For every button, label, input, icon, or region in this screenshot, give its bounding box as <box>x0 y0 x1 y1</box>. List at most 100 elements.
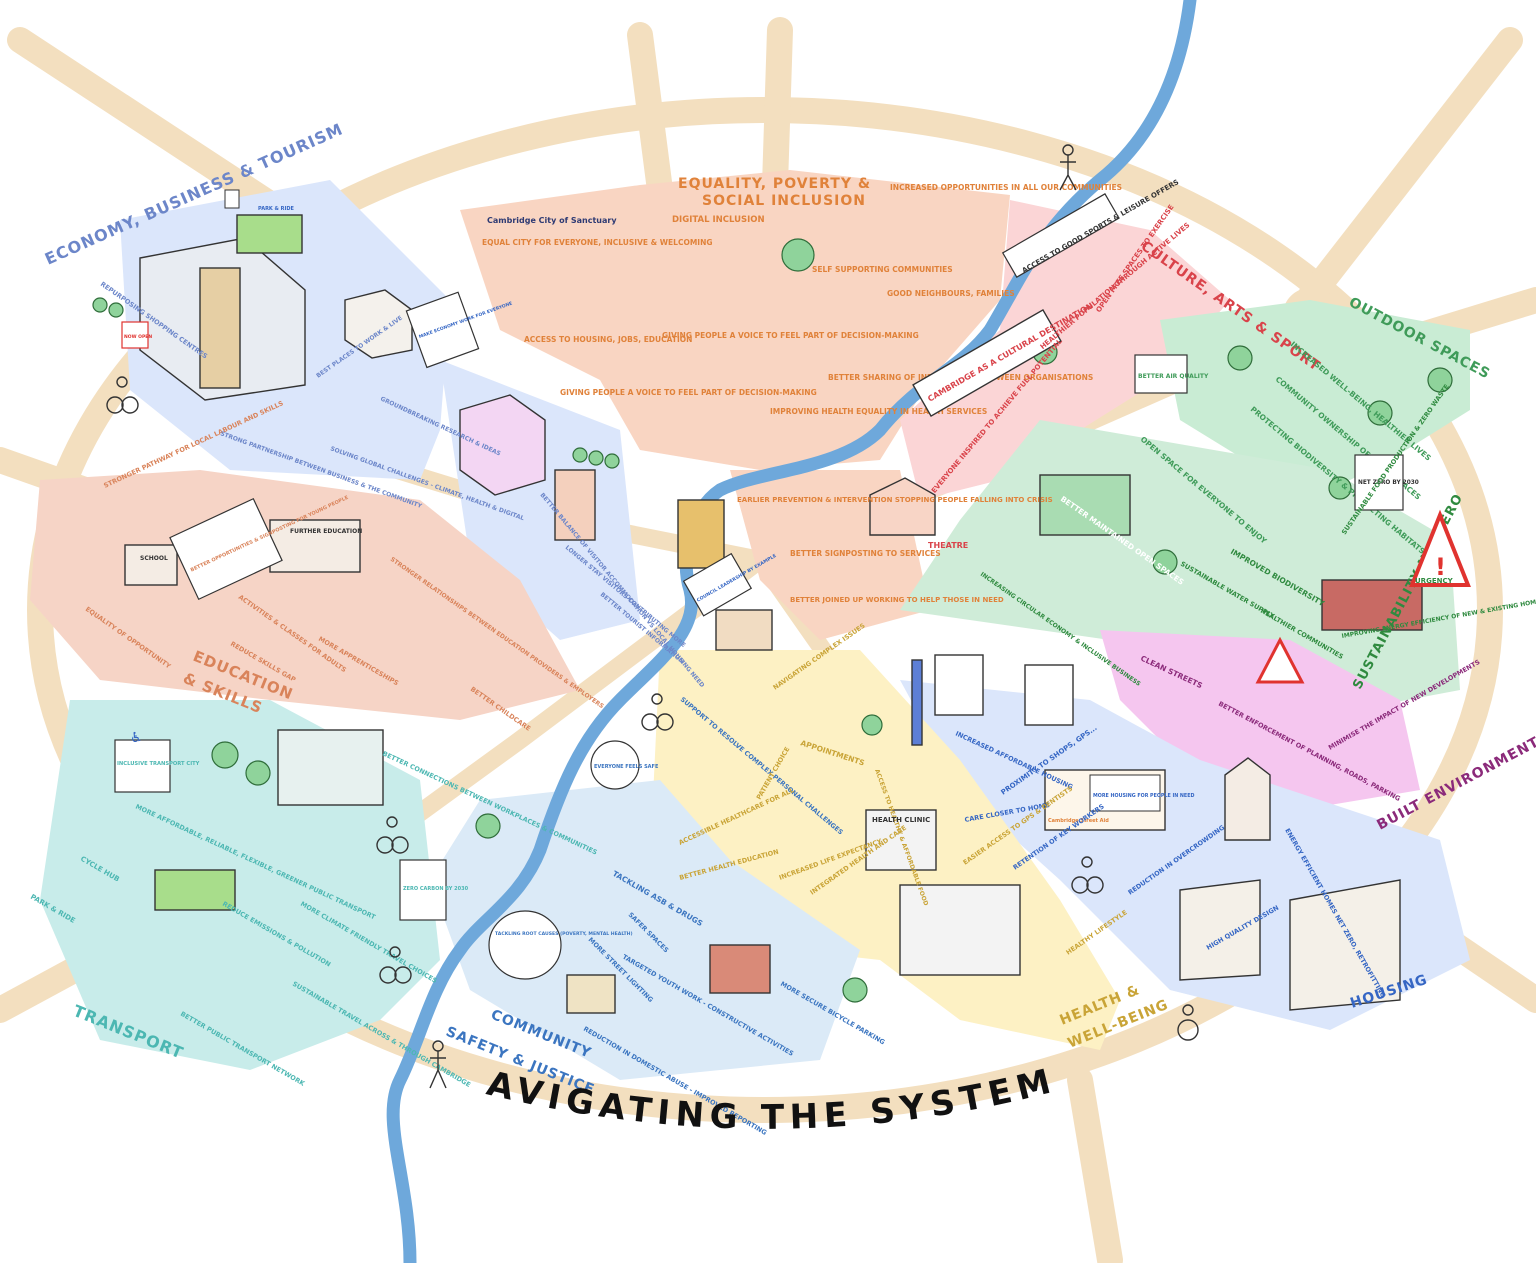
make-economy-sign <box>405 291 480 369</box>
tree-icon <box>475 813 501 839</box>
labels-equality: Cambridge City of Sanctuary EQUAL CITY F… <box>482 183 1122 604</box>
tree-icon <box>245 760 271 786</box>
road-n2 <box>762 17 793 198</box>
better-air-sign <box>1134 354 1188 394</box>
everyone-safe-bubble <box>590 740 640 790</box>
joined-up-label: BETTER JOINED UP WORKING TO HELP THOSE I… <box>790 596 1004 604</box>
access-sports-sign <box>1001 193 1120 278</box>
tall-building <box>554 469 596 541</box>
retrofit-house <box>1224 757 1271 841</box>
road-n <box>627 22 673 203</box>
workplace-building <box>277 729 384 806</box>
voice-label-2: GIVING PEOPLE A VOICE TO FEEL PART OF DE… <box>560 388 817 397</box>
road-ne <box>1287 27 1523 323</box>
net-zero-sign <box>1354 454 1404 511</box>
terrace-houses <box>1321 579 1423 631</box>
good-neighbours-label: GOOD NEIGHBOURS, FAMILIES <box>887 289 1015 298</box>
tree-icon <box>604 453 620 469</box>
zones <box>30 170 1470 1080</box>
tree-icon <box>1227 345 1253 371</box>
tree-icon <box>211 741 239 769</box>
solar-houses-2 <box>1289 879 1401 1011</box>
office-building <box>199 267 241 389</box>
zero-carbon-sign <box>399 859 447 921</box>
wheelchair-user-icon <box>1177 1004 1199 1041</box>
road-s <box>1067 1067 1123 1263</box>
urgency-label: URGENCY <box>1415 577 1454 585</box>
crane-icon <box>911 659 923 746</box>
park-ride-bus-icon <box>236 214 303 254</box>
cyclist-icon <box>641 693 674 731</box>
better-signposting-label: BETTER SIGNPOSTING TO SERVICES <box>790 549 941 558</box>
cultural-destination-sign <box>912 308 1062 418</box>
theatre-label: THEATRE <box>928 541 968 550</box>
youth-centre-building <box>709 944 771 994</box>
net-zero-label: NET ZERO BY 2030 <box>1358 480 1419 486</box>
tree-icon <box>1367 400 1393 426</box>
more-housing-sign <box>1089 774 1161 812</box>
cyclist-icon <box>379 946 412 984</box>
tree-icon <box>861 714 883 736</box>
better-air-label: BETTER AIR QUALITY <box>1138 373 1209 380</box>
cyclist-icon <box>1071 856 1104 894</box>
tackling-root-label: TACKLING ROOT CAUSES (POVERTY, MENTAL HE… <box>495 931 633 937</box>
green-hedge-area <box>1039 474 1131 536</box>
tree-icon <box>108 302 124 318</box>
zone-built <box>1100 630 1420 810</box>
cyclist-icon <box>106 376 139 414</box>
person-icon <box>429 1040 447 1089</box>
tree-icon <box>781 238 815 272</box>
affordable-housing-block <box>1024 664 1074 726</box>
street-aid-label: Cambridge Street Aid <box>1048 818 1109 824</box>
accessibility-icon: ♿ <box>130 730 143 746</box>
voice-label-1: GIVING PEOPLE A VOICE TO FEEL PART OF DE… <box>662 331 919 340</box>
more-housing-label: MORE HOUSING FOR PEOPLE IN NEED <box>1093 793 1194 799</box>
solar-houses <box>1179 879 1261 981</box>
person-icon <box>1059 144 1077 191</box>
hospital-building <box>899 884 1021 976</box>
sanctuary-label: Cambridge City of Sanctuary <box>487 216 617 225</box>
tree-icon <box>588 450 604 466</box>
inclusive-transport-label: INCLUSIVE TRANSPORT CITY <box>117 761 200 767</box>
research-building <box>459 394 546 496</box>
tree-icon <box>842 977 868 1003</box>
zone-title-equality-l2: SOCIAL INCLUSION <box>702 193 866 209</box>
roadworks-sign-icon <box>1255 636 1305 684</box>
better-opportunities-sign <box>169 497 283 601</box>
zero-carbon-label: ZERO CARBON BY 2030 <box>403 886 469 892</box>
digital-inclusion-label: DIGITAL INCLUSION <box>672 215 765 225</box>
health-clinic-building <box>865 809 937 871</box>
tree-icon <box>92 297 108 313</box>
affordable-housing-block <box>934 654 984 716</box>
zone-culture <box>900 200 1230 500</box>
tree-icon <box>1328 476 1352 500</box>
school-label: SCHOOL <box>140 555 168 562</box>
access-housing-label: ACCESS TO HOUSING, JOBS, EDUCATION <box>524 335 692 344</box>
increased-opps-label: INCREASED OPPORTUNITIES IN ALL OUR COMMU… <box>890 183 1122 192</box>
trees <box>92 238 1453 1003</box>
earlier-prevention-label: EARLIER PREVENTION & INTERVENTION STOPPI… <box>737 496 1053 504</box>
abuse-reporting-house <box>566 974 616 1014</box>
improving-health-label: IMPROVING HEALTH EQUALITY IN HEALTH SERV… <box>770 407 987 416</box>
tackling-root-bubble <box>488 910 562 980</box>
school-building <box>124 544 178 586</box>
zone-equality <box>460 170 1010 470</box>
self-supporting-label: SELF SUPPORTING COMMUNITIES <box>812 265 953 274</box>
exclamation-icon: ! <box>1435 553 1446 581</box>
council-building <box>715 609 773 651</box>
house-building <box>344 289 413 359</box>
council-leadership-sign <box>682 552 753 617</box>
now-open-sign <box>121 321 149 349</box>
equal-city-label: EQUAL CITY FOR EVERYONE, INCLUSIVE & WEL… <box>482 238 713 247</box>
further-education-building <box>269 519 361 573</box>
park-ride-bus-label: PARK & RIDE <box>258 206 295 212</box>
tree-icon <box>1427 367 1453 393</box>
health-clinic-label: HEALTH CLINIC <box>872 816 930 824</box>
tree-icon <box>1152 549 1178 575</box>
inclusive-transport-sign <box>114 739 171 793</box>
urgency-warning-icon <box>1409 509 1471 587</box>
tree-icon <box>572 447 588 463</box>
kings-college-chapel <box>677 499 725 569</box>
cyclist-icon <box>376 816 409 854</box>
